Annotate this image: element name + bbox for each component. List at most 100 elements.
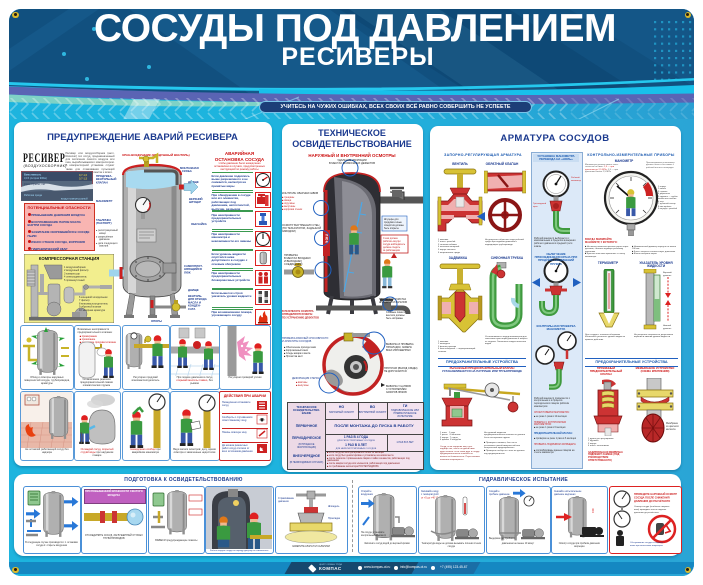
svg-text:■ Обеспечение прохода газов: ■ Обеспечение прохода газов xyxy=(284,346,317,349)
svg-text:ПРОВЕРКА И ОЧИСТКА: ПРОВЕРКА И ОЧИСТКА xyxy=(379,298,407,301)
svg-text:воздух компрессорный: воздух компрессорный xyxy=(61,197,88,200)
svg-text:ВЫБОРКА У ЦАПФОВ: ВЫБОРКА У ЦАПФОВ xyxy=(386,385,411,388)
svg-text:сосуда наблюдатель: сосуда наблюдатель xyxy=(383,244,406,246)
svg-text:за работающим: за работающим xyxy=(383,250,400,252)
svg-text:В МЕСТАХ ВОЗМОЖНЫХ ДЕФЕКТОВ: В МЕСТАХ ВОЗМОЖНЫХ ДЕФЕКТОВ xyxy=(328,161,374,165)
svg-text:ОПОРЫ: ОПОРЫ xyxy=(151,319,162,323)
svg-text:Штуцеры для: Штуцеры для xyxy=(384,219,399,221)
svg-text:КЛАПАН: КЛАПАН xyxy=(96,180,108,184)
svg-text:ЛЮК: ЛЮК xyxy=(324,234,328,244)
svg-text:4 электродвигатель: 4 электродвигатель xyxy=(64,276,87,279)
svg-text:пробное давление: пробное давление xyxy=(489,493,510,496)
svg-text:3,15 (литров 900м): 3,15 (литров 900м) xyxy=(24,176,47,180)
svg-text:Прокладка: Прокладка xyxy=(328,517,341,520)
svg-text:■ трещины: ■ трещины xyxy=(282,196,294,199)
svg-text:!: ! xyxy=(592,509,594,515)
svg-text:ВЕРХНИЙ: ВЕРХНИЙ xyxy=(189,197,203,201)
svg-text:Снижайте испытательное: Снижайте испытательное xyxy=(554,490,582,493)
svg-text:воздушник: воздушник xyxy=(361,493,374,496)
svg-text:Рабочий: Рабочий xyxy=(571,176,580,179)
svg-text:ВЫБОРКА И ПРОВЕРКА: ВЫБОРКА И ПРОВЕРКА xyxy=(386,343,414,346)
svg-text:контрольный манометр: контрольный манометр xyxy=(361,534,387,537)
svg-text:от +5 до +40 °С: от +5 до +40 °С xyxy=(421,497,438,500)
svg-text:ВСЕХ ИЗНОШЕННЫХ: ВСЕХ ИЗНОШЕННЫХ xyxy=(386,349,411,352)
svg-text:■ коррозия стенок: ■ коррозия стенок xyxy=(282,208,303,211)
svg-text:Верхний: Верхний xyxy=(663,271,672,274)
svg-text:СОСУДА ПОСЛЕ СНИЖЕНИЯ: СОСУДА ПОСЛЕ СНИЖЕНИЯ xyxy=(634,497,670,500)
svg-text:МАСЛА И: МАСЛА И xyxy=(188,300,201,304)
svg-text:быть исправны: быть исправны xyxy=(386,317,403,320)
svg-text:Срок службы, лет: Срок службы, лет xyxy=(24,182,46,186)
svg-text:И АРМАТУРЫ СОСУДОВ: И АРМАТУРЫ СОСУДОВ xyxy=(282,340,312,343)
svg-text:НЯЮЩИЙСЯ: НЯЮЩИЙСЯ xyxy=(184,267,202,271)
svg-text:КОНДЕН-: КОНДЕН- xyxy=(188,304,201,308)
svg-text:номер: номер xyxy=(99,232,107,235)
svg-text:■ выпучины: ■ выпучины xyxy=(296,384,309,387)
svg-text:Осмотр сосуда (особенно сварны: Осмотр сосуда (особенно сварные xyxy=(634,506,670,508)
svg-text:ДНИЩЕ: ДНИЩЕ xyxy=(188,288,199,292)
svg-text:МАНОМЕТР: МАНОМЕТР xyxy=(96,199,112,203)
svg-text:■ выпучины: ■ выпучины xyxy=(282,205,295,208)
svg-text:0,7-1,0: 0,7-1,0 xyxy=(79,173,88,177)
svg-text:■ Прочистка мест: ■ Прочистка мест xyxy=(284,355,304,358)
svg-text:Шпиндель: Шпиндель xyxy=(328,505,340,508)
svg-text:СОЕДИНЕНИЙ: СОЕДИНЕНИЙ xyxy=(284,262,303,266)
svg-text:ОСМОТР ВНУТРЕННИХ СТЕН: ОСМОТР ВНУТРЕННИХ СТЕН xyxy=(282,223,320,227)
svg-text:продувки и иные: продувки и иные xyxy=(384,222,403,224)
svg-text:■ Коррозионный износ: ■ Коррозионный износ xyxy=(284,349,309,352)
svg-text:■ отдулины: ■ отдулины xyxy=(282,202,295,205)
svg-text:КОМПРЕССОРНАЯ СТАНЦИЯ: КОМПРЕССОРНАЯ СТАНЦИЯ xyxy=(38,256,98,261)
svg-text:швов при испытании запрещено: швов при испытании запрещено xyxy=(630,545,664,547)
svg-text:ЛЮК: ЛЮК xyxy=(184,270,191,274)
svg-text:давления: давления xyxy=(278,500,289,503)
svg-text:Обстукивание сосуда и сварных: Обстукивание сосуда и сварных xyxy=(630,542,664,544)
svg-text:■ свищи: ■ свищи xyxy=(282,199,292,202)
svg-text:5 промежуточный: 5 промежуточный xyxy=(64,279,85,282)
svg-text:С кем должен: С кем должен xyxy=(383,238,399,240)
svg-text:ШТУЦЕРОВ И КАНАЛОВ: ШТУЦЕРОВ И КАНАЛОВ xyxy=(379,301,407,304)
svg-text:ДЕФОРМАЦИЯ СТЕНОК: ДЕФОРМАЦИЯ СТЕНОК xyxy=(292,377,320,380)
svg-text:ВЕНТИЛЬНЫЙ: ВЕНТИЛЬНЫЙ xyxy=(96,177,116,181)
svg-text:Заливайте воду: Заливайте воду xyxy=(421,490,439,493)
svg-text:Нижний: Нижний xyxy=(663,324,672,327)
svg-text:Вместимость: Вместимость xyxy=(24,172,42,176)
svg-text:уровень: уровень xyxy=(663,275,672,277)
svg-text:из цветного: из цветного xyxy=(666,425,679,428)
svg-text:УДАЛЕНИЕ ИЗОЛЯЦИИ: УДАЛЕНИЕ ИЗОЛЯЦИИ xyxy=(337,158,366,162)
svg-text:отверстия должны: отверстия должны xyxy=(384,225,404,227)
svg-text:Сливные линии и: Сливные линии и xyxy=(386,311,406,314)
svg-text:уровень: уровень xyxy=(663,328,672,330)
svg-text:САМОУПЛОТ-: САМОУПЛОТ- xyxy=(184,264,203,268)
svg-text:Стравливание: Стравливание xyxy=(278,497,295,500)
svg-text:(ПО ТЕХНОЛОГИИ, ЗАДАННОЙ: (ПО ТЕХНОЛОГИИ, ЗАДАННОЙ xyxy=(282,226,321,230)
svg-text:7 фильтр: 7 фильтр xyxy=(79,299,90,302)
svg-text:На сосуде установите: На сосуде установите xyxy=(361,532,385,534)
svg-text:● регистрационный: ● регистрационный xyxy=(96,229,118,232)
svg-text:ПРОПУСКИ (ВЫХОД СРЕДЫ): ПРОПУСКИ (ВЫХОД СРЕДЫ) xyxy=(384,367,418,370)
svg-text:Создайте: Создайте xyxy=(489,490,500,493)
svg-text:Выдержка под пробным: Выдержка под пробным xyxy=(489,538,515,540)
svg-text:с температурой: с температурой xyxy=(421,493,439,496)
svg-text:НЕ ДОПУСКАЮТСЯ: НЕ ДОПУСКАЮТСЯ xyxy=(384,370,407,373)
svg-text:● дата следующего: ● дата следующего xyxy=(96,242,118,245)
svg-text:ПО УСТРАНЕНИЮ ДЕФЕКТОВ: ПО УСТРАНЕНИЮ ДЕФЕКТОВ xyxy=(282,316,319,319)
svg-text:Трёхходовой: Трёхходовой xyxy=(533,202,547,205)
svg-text:ТАБЛИЧКА: ТАБЛИЧКА xyxy=(96,218,111,222)
svg-text:кран: кран xyxy=(533,206,538,208)
svg-text:манометр: манометр xyxy=(571,180,581,182)
svg-text:ПРОВЕДИТЕ НАРУЖНЫЙ ОСМОТР: ПРОВЕДИТЕ НАРУЖНЫЙ ОСМОТР xyxy=(634,493,677,496)
svg-text:8 влагомаслоотделитель: 8 влагомаслоотделитель xyxy=(79,302,109,305)
svg-text:6 концевой холодильник: 6 концевой холодильник xyxy=(79,296,108,299)
svg-text:давления до расчётного: давления до расчётного xyxy=(634,512,659,514)
svg-text:Рабочая среда: Рабочая среда xyxy=(24,193,43,197)
svg-text:работать внутри: работать внутри xyxy=(383,241,401,243)
svg-text:ПРОДУВКА-: ПРОДУВКА- xyxy=(96,174,112,178)
svg-text:ЗАВОДОМ): ЗАВОДОМ) xyxy=(282,229,296,233)
svg-text:металла: металла xyxy=(666,428,676,431)
svg-text:0,7-1,5: 0,7-1,5 xyxy=(79,176,88,180)
svg-text:ЗАЗОРОВ ЛЮКОВ: ЗАЗОРОВ ЛЮКОВ xyxy=(386,391,407,394)
svg-text:МОНТАЖНАЯ: МОНТАЖНАЯ xyxy=(180,166,199,170)
svg-text:САТА: САТА xyxy=(188,307,195,311)
svg-text:ДЛЯ ОТВОДА: ДЛЯ ОТВОДА xyxy=(188,297,207,301)
svg-text:осмотра: осмотра xyxy=(99,245,109,248)
